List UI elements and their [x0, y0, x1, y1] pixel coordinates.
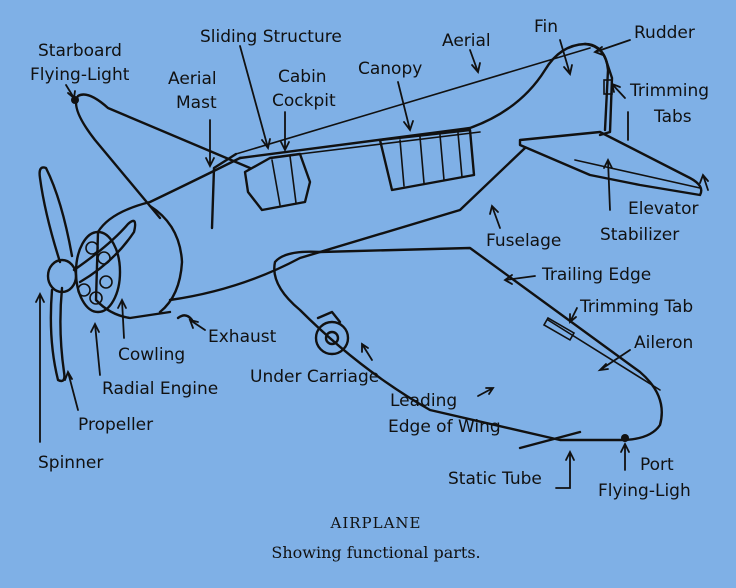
arrow-under-carriage	[361, 342, 373, 361]
elevator-hinge-line	[574, 159, 701, 189]
horizontal-stabilizer	[518, 130, 703, 197]
label-stabilizer: Stabilizer	[600, 225, 679, 245]
arrow-fin	[559, 39, 573, 76]
undercarriage-wheel	[314, 320, 350, 356]
canopy-windows	[378, 128, 476, 192]
label-starboard-light-2: Flying-Light	[30, 65, 130, 85]
canopy-frame	[419, 136, 425, 184]
arrow-sliding-structure	[239, 45, 271, 151]
label-port-light-2: Flying-Ligh	[598, 481, 691, 501]
engine-cylinder	[89, 291, 103, 305]
canopy-frame	[457, 132, 463, 178]
label-radial-engine: Radial Engine	[102, 379, 218, 399]
aerial-wire	[235, 47, 591, 155]
engine-cylinder	[99, 275, 113, 289]
arrow-fuselage	[489, 204, 501, 229]
arrow-trimming-tab	[569, 307, 578, 324]
part-labels: Starboard Flying-Light Sliding Structure…	[30, 17, 709, 501]
static-tube	[518, 430, 582, 450]
canopy-frame	[439, 134, 445, 181]
arrow-cabin-cockpit	[280, 111, 290, 153]
label-spinner: Spinner	[38, 453, 103, 473]
engine-cylinder	[85, 241, 99, 255]
cockpit-frame	[271, 159, 281, 206]
label-trimming-tabs-1: Trimming	[629, 81, 709, 101]
label-fin: Fin	[534, 17, 558, 37]
arrow-leading-edge	[477, 387, 495, 397]
fin-rudder	[583, 42, 614, 137]
label-aerial: Aerial	[442, 31, 491, 51]
arrow-propeller	[64, 369, 79, 411]
label-cabin-cockpit-2: Cockpit	[272, 91, 336, 111]
cockpit-windows	[243, 152, 312, 212]
label-leading-edge-2: Edge of Wing	[388, 417, 501, 437]
pointer-arrows	[35, 39, 709, 489]
fuselage-bottom	[168, 146, 527, 302]
port-flying-light	[621, 434, 629, 442]
label-aileron: Aileron	[634, 333, 693, 353]
arrow-rudder	[593, 39, 631, 56]
caption-title: AIRPLANE	[329, 514, 421, 532]
arrow-aerial-mast	[205, 119, 215, 169]
propeller-blade-bottom	[49, 286, 66, 383]
cowling-outline	[148, 204, 184, 314]
label-starboard-light-1: Starboard	[38, 41, 122, 61]
label-cabin-cockpit-1: Cabin	[278, 67, 327, 87]
arrow-elevator	[699, 173, 709, 191]
arrow-spinner	[35, 291, 45, 443]
engine-cylinder	[77, 283, 91, 297]
caption-subtitle: Showing functional parts.	[271, 543, 480, 562]
arrow-radial-engine	[90, 321, 101, 376]
label-trimming-tab: Trimming Tab	[579, 297, 693, 317]
propeller-blade-top	[38, 166, 74, 264]
label-aerial-mast-1: Aerial	[168, 69, 217, 89]
label-fuselage: Fuselage	[486, 231, 561, 251]
sliding-structure-rail	[299, 131, 481, 155]
label-leading-edge-1: Leading	[390, 391, 457, 411]
label-aerial-mast-2: Mast	[176, 93, 217, 113]
label-elevator: Elevator	[628, 199, 698, 219]
aerial-mast	[210, 152, 238, 230]
label-under-carriage: Under Carriage	[250, 367, 379, 387]
arrow-starboard-light	[65, 84, 76, 100]
aileron	[547, 319, 661, 391]
spinner	[46, 258, 78, 294]
arrow-aerial	[469, 49, 481, 74]
arrow-port-light	[620, 441, 630, 471]
cockpit-frame	[289, 155, 297, 204]
exhaust	[176, 314, 194, 322]
airplane-drawing	[38, 42, 703, 450]
label-trailing-edge: Trailing Edge	[541, 265, 651, 285]
undercarriage-strut	[316, 310, 342, 324]
label-trimming-tabs-2: Tabs	[653, 107, 692, 127]
propeller-blade-right	[72, 219, 137, 284]
arrow-trailing-edge	[503, 274, 536, 285]
fuselage-nose	[94, 156, 242, 320]
label-static-tube: Static Tube	[448, 469, 542, 489]
wing-trimming-tab	[542, 316, 576, 342]
arrow-aileron	[597, 349, 631, 372]
arrow-cowling	[117, 297, 127, 339]
arrow-exhaust	[188, 318, 206, 331]
port-wing	[273, 246, 663, 442]
label-rudder: Rudder	[634, 23, 695, 43]
label-exhaust: Exhaust	[208, 327, 277, 347]
label-port-light-1: Port	[640, 455, 674, 475]
canopy-frame	[399, 139, 405, 187]
label-canopy: Canopy	[358, 59, 422, 79]
arrow-canopy	[397, 81, 414, 132]
arrow-stabilizer	[603, 157, 613, 211]
caption: AIRPLANE Showing functional parts.	[271, 514, 480, 562]
arrow-static-tube	[555, 449, 575, 489]
undercarriage-hub	[324, 330, 340, 346]
label-sliding-structure: Sliding Structure	[200, 27, 342, 47]
label-cowling: Cowling	[118, 345, 185, 365]
starboard-wing	[74, 93, 252, 220]
label-propeller: Propeller	[78, 415, 153, 435]
arrow-trimming-tabs	[610, 82, 626, 99]
